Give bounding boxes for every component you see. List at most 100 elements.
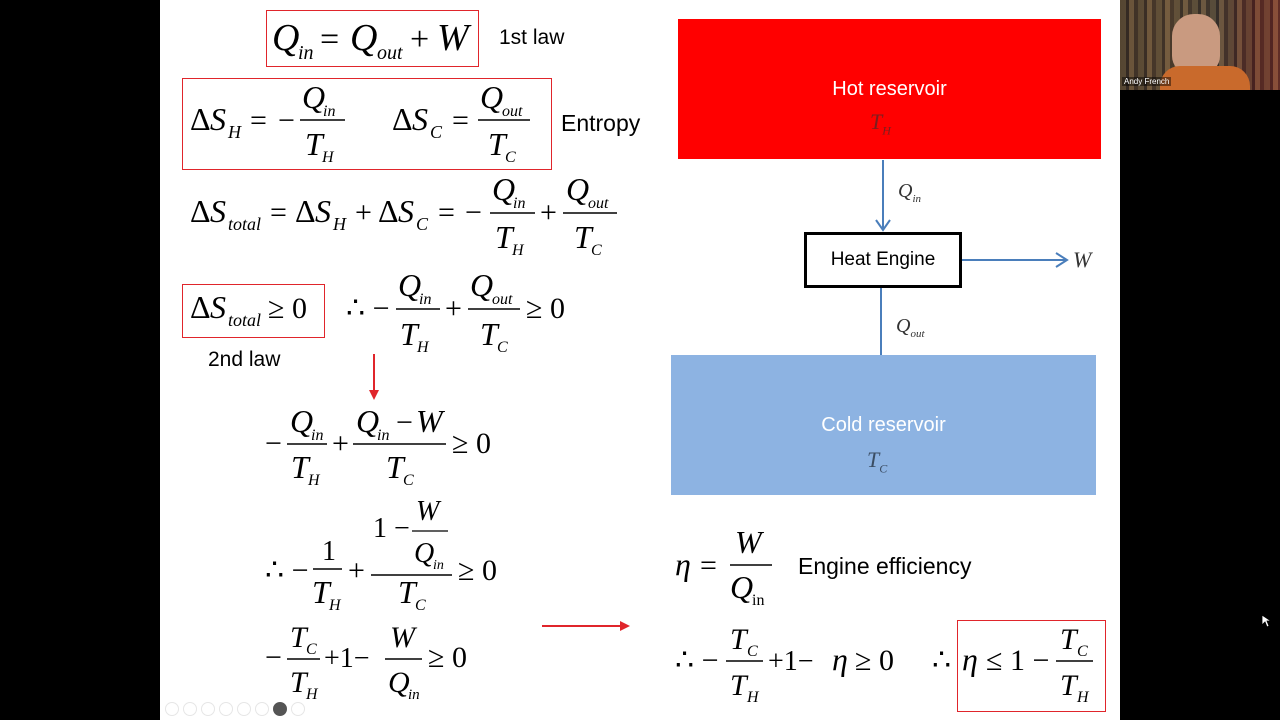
- svg-text:H: H: [305, 686, 319, 703]
- svg-text:Δ: Δ: [295, 193, 316, 229]
- svg-text:T: T: [480, 316, 500, 352]
- svg-text:1: 1: [322, 536, 336, 567]
- hot-reservoir: Hot reservoir TH: [678, 19, 1101, 159]
- svg-text:T: T: [398, 574, 418, 610]
- svg-text:in: in: [377, 427, 389, 444]
- svg-text:W: W: [437, 17, 472, 59]
- efficiency-label: Engine efficiency: [798, 553, 972, 579]
- entropy-equations: Δ S H = − Q in T H Δ S C = Q out T C: [190, 79, 530, 166]
- svg-text:H: H: [328, 597, 342, 614]
- presenter-name: Andy French: [1122, 77, 1172, 86]
- svg-text:out: out: [502, 103, 523, 120]
- svg-text:C: C: [505, 149, 516, 166]
- see-all-slides-icon[interactable]: [219, 702, 233, 716]
- svg-text:≥ 0: ≥ 0: [526, 292, 565, 325]
- svg-text:S: S: [210, 101, 226, 137]
- svg-text:Q: Q: [388, 666, 410, 699]
- entropy-label: Entropy: [561, 110, 641, 136]
- svg-text:T: T: [574, 219, 594, 255]
- svg-text:C: C: [1077, 643, 1088, 660]
- total-entropy-equation: Δ S total = Δ S H + Δ S C = − Q in T H +…: [190, 171, 617, 259]
- cold-temp-symbol: T: [867, 447, 880, 472]
- q-out-label: Qout: [896, 315, 925, 340]
- svg-text:C: C: [591, 242, 602, 259]
- svg-text:T: T: [305, 126, 325, 162]
- subtitles-icon[interactable]: [255, 702, 269, 716]
- svg-text:+: +: [332, 427, 349, 460]
- svg-text:Q: Q: [398, 267, 421, 303]
- svg-text:∴ −: ∴ −: [675, 644, 719, 677]
- webcam-thumbnail[interactable]: Andy French: [1120, 0, 1280, 90]
- svg-text:in: in: [408, 687, 420, 703]
- zoom-icon[interactable]: [237, 702, 251, 716]
- presenter-shirt: [1160, 66, 1250, 90]
- next-slide-icon[interactable]: [183, 702, 197, 716]
- reduced-inequality: ∴ − 1 T H + 1 − W Q in T C ≥ 0: [265, 496, 497, 614]
- svg-text:−: −: [265, 641, 282, 674]
- svg-text:in: in: [513, 195, 525, 212]
- svg-text:Q: Q: [470, 267, 493, 303]
- svg-text:T: T: [312, 574, 332, 610]
- arrow-down-icon: [875, 219, 891, 232]
- svg-text:T: T: [488, 126, 508, 162]
- svg-text:η: η: [832, 641, 848, 677]
- heat-engine-box: Heat Engine: [804, 232, 962, 288]
- svg-text:in: in: [433, 558, 444, 573]
- svg-text:=: =: [270, 196, 287, 229]
- svg-text:=: =: [250, 104, 267, 137]
- svg-text:∴ −: ∴ −: [265, 554, 309, 587]
- svg-text:H: H: [321, 149, 335, 166]
- svg-text:Q: Q: [492, 171, 515, 207]
- mouse-cursor-icon: [1261, 614, 1271, 628]
- svg-text:+1−: +1−: [324, 643, 370, 674]
- svg-text:S: S: [398, 193, 414, 229]
- svg-text:C: C: [415, 597, 426, 614]
- svg-text:=: =: [438, 196, 455, 229]
- carnot-limit-box: [957, 620, 1106, 712]
- svg-text:Q: Q: [290, 403, 313, 439]
- svg-text:+: +: [410, 21, 429, 58]
- svg-text:≥ 0: ≥ 0: [458, 554, 497, 587]
- svg-text:≤ 1 −: ≤ 1 −: [986, 644, 1049, 677]
- more-options-icon[interactable]: [291, 702, 305, 716]
- svg-text:−: −: [265, 427, 282, 460]
- svg-text:C: C: [306, 641, 317, 658]
- svg-text:S: S: [210, 289, 226, 325]
- svg-text:≥ 0: ≥ 0: [452, 427, 491, 460]
- second-law-label: 2nd law: [208, 348, 280, 372]
- svg-text:out: out: [492, 291, 513, 308]
- therefore-inequality-1: ∴ − Q in T H + Q out T C ≥ 0: [346, 267, 565, 356]
- svg-text:Δ: Δ: [190, 101, 211, 137]
- svg-text:Q: Q: [414, 538, 434, 569]
- heat-engine-label: Heat Engine: [830, 249, 936, 270]
- q-in-symbol: Q: [898, 180, 913, 202]
- first-law-text: 1st law: [499, 26, 565, 49]
- svg-text:≥ 0: ≥ 0: [428, 641, 467, 674]
- equations-layer: Q in = Q out + W Δ S H = − Q in T H Δ: [190, 17, 1093, 706]
- svg-text:H: H: [416, 339, 430, 356]
- svg-text:=: =: [452, 104, 469, 137]
- q-in-sub: in: [912, 193, 922, 205]
- second-law-box: [182, 284, 325, 338]
- svg-text:Q: Q: [730, 569, 753, 605]
- cold-reservoir: Cold reservoir TC: [671, 355, 1096, 495]
- svg-text:=: =: [700, 549, 717, 582]
- svg-text:T: T: [730, 669, 749, 702]
- svg-text:+: +: [445, 292, 462, 325]
- svg-text:Q: Q: [272, 17, 299, 59]
- presentation-slide: Q in = Q out + W Δ S H = − Q in T H Δ: [160, 0, 1120, 720]
- previous-slide-icon[interactable]: [165, 702, 179, 716]
- svg-text:H: H: [332, 214, 347, 234]
- svg-text:Δ: Δ: [190, 193, 211, 229]
- pen-icon[interactable]: [201, 702, 215, 716]
- slideshow-toolbar[interactable]: [165, 702, 305, 718]
- efficiency-substitution: − T C T H +1− W Q in ≥ 0: [265, 621, 467, 703]
- svg-text:T: T: [386, 449, 406, 485]
- svg-text:T: T: [1060, 623, 1079, 656]
- svg-text:η: η: [962, 641, 978, 677]
- svg-text:C: C: [403, 472, 414, 489]
- cold-reservoir-temp: TC: [867, 447, 887, 476]
- camera-icon[interactable]: [273, 702, 287, 716]
- svg-text:H: H: [511, 242, 525, 259]
- svg-text:η: η: [675, 546, 691, 582]
